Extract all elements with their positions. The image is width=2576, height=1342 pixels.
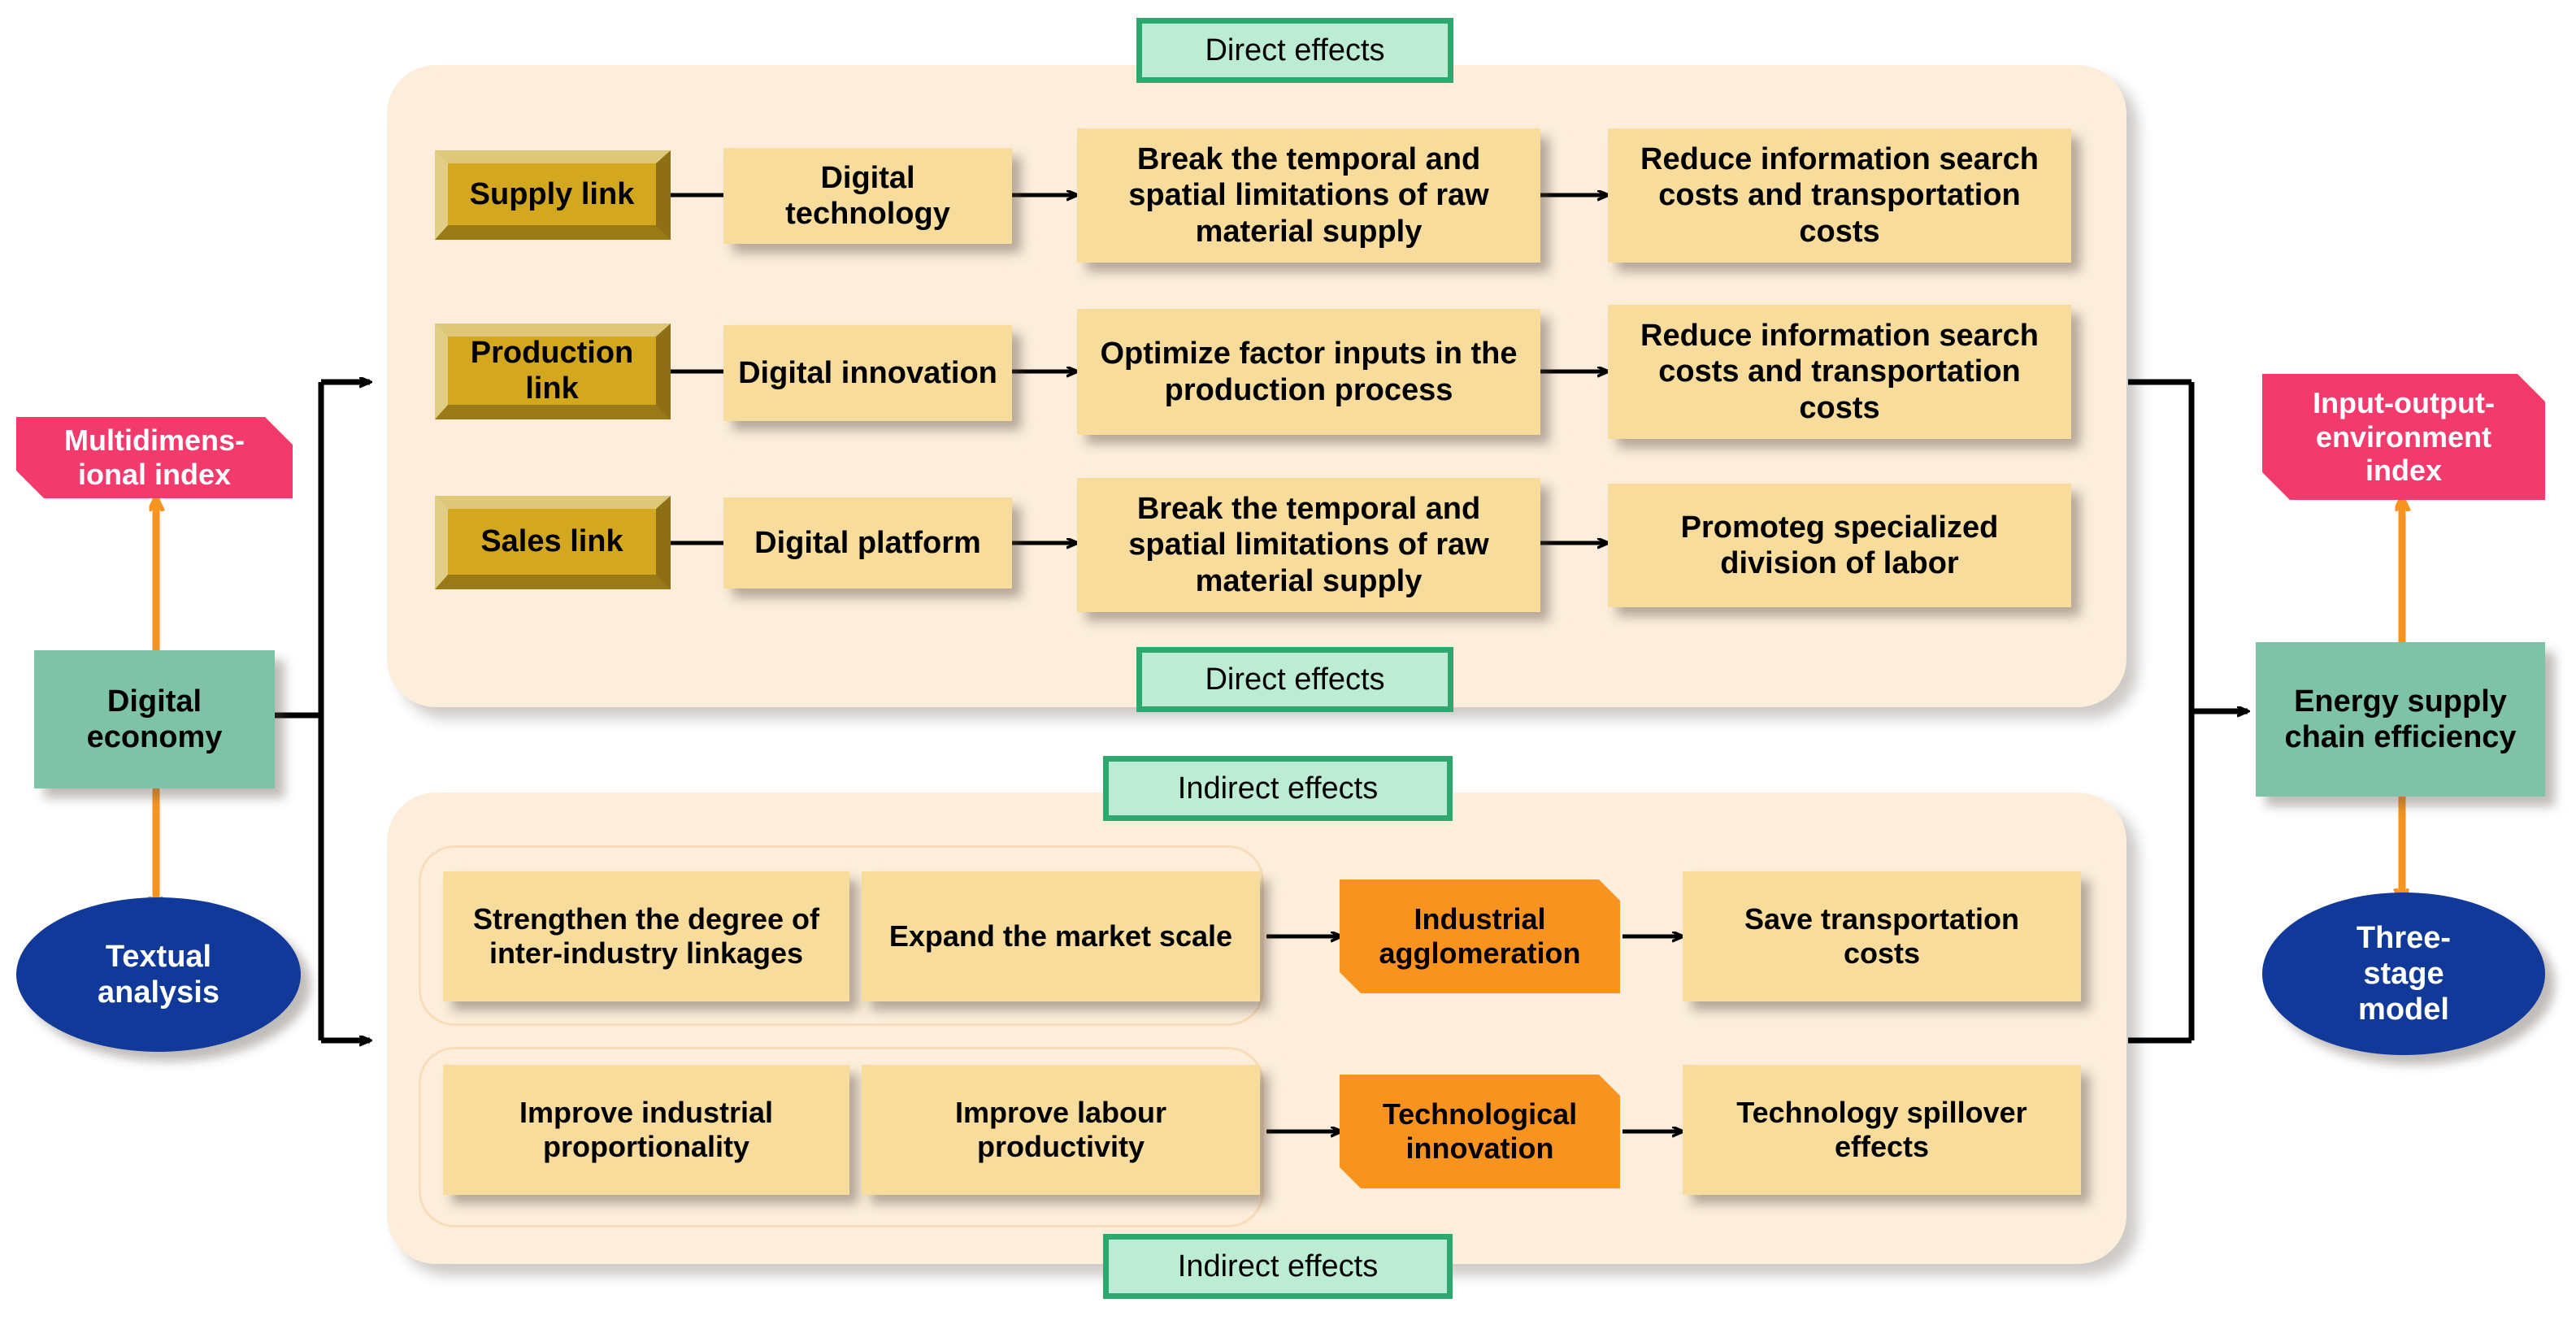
indirect-row-1-channel[interactable]: Industrial agglomeration: [1340, 879, 1620, 993]
direct-row-2-mechanism[interactable]: Optimize factor inputs in the production…: [1077, 309, 1540, 435]
direct-row-1-outcome[interactable]: Reduce information search costs and tran…: [1608, 128, 2071, 263]
direct-row-2-link[interactable]: Production link: [435, 324, 671, 419]
badge-indirect-effects-bottom: Indirect effects: [1103, 1234, 1453, 1299]
direct-row-1-enabler[interactable]: Digital technology: [723, 148, 1012, 244]
direct-row-1-link[interactable]: Supply link: [435, 150, 671, 240]
indirect-row-1-driver-b[interactable]: Expand the market scale: [862, 871, 1260, 1001]
direct-row-3-link[interactable]: Sales link: [435, 496, 671, 589]
direct-row-3-mechanism[interactable]: Break the temporal and spatial limitatio…: [1077, 478, 1540, 612]
badge-direct-effects-bottom: Direct effects: [1136, 647, 1453, 712]
direct-row-3-enabler[interactable]: Digital platform: [723, 497, 1012, 588]
direct-row-2-outcome[interactable]: Reduce information search costs and tran…: [1608, 305, 2071, 439]
indirect-row-2-outcome[interactable]: Technology spillover effects: [1683, 1065, 2081, 1195]
badge-indirect-effects-top: Indirect effects: [1103, 756, 1453, 821]
input-output-environment-index-node[interactable]: Input-output- environment index: [2262, 374, 2545, 500]
indirect-drivers-subpanel-row1: [419, 845, 1264, 1026]
indirect-row-2-driver-a[interactable]: Improve industrial proportionality: [443, 1065, 849, 1195]
digital-economy-node[interactable]: Digital economy: [34, 650, 275, 788]
indirect-row-2-driver-b[interactable]: Improve labour productivity: [862, 1065, 1260, 1195]
three-stage-model-node[interactable]: Three- stage model: [2262, 892, 2545, 1055]
badge-direct-effects-top: Direct effects: [1136, 18, 1453, 83]
indirect-row-1-driver-a[interactable]: Strengthen the degree of inter-industry …: [443, 871, 849, 1001]
direct-row-1-mechanism[interactable]: Break the temporal and spatial limitatio…: [1077, 128, 1540, 263]
indirect-row-2-channel[interactable]: Technological innovation: [1340, 1075, 1620, 1188]
energy-supply-chain-efficiency-node[interactable]: Energy supply chain efficiency: [2256, 642, 2545, 797]
multidimensional-index-node[interactable]: Multidimens- ional index: [16, 417, 293, 498]
direct-row-2-enabler[interactable]: Digital innovation: [723, 325, 1012, 421]
direct-row-3-outcome[interactable]: Promoteg specialized division of labor: [1608, 484, 2071, 607]
textual-analysis-node[interactable]: Textual analysis: [16, 897, 301, 1052]
indirect-row-1-outcome[interactable]: Save transportation costs: [1683, 871, 2081, 1001]
indirect-drivers-subpanel-row2: [419, 1047, 1264, 1227]
